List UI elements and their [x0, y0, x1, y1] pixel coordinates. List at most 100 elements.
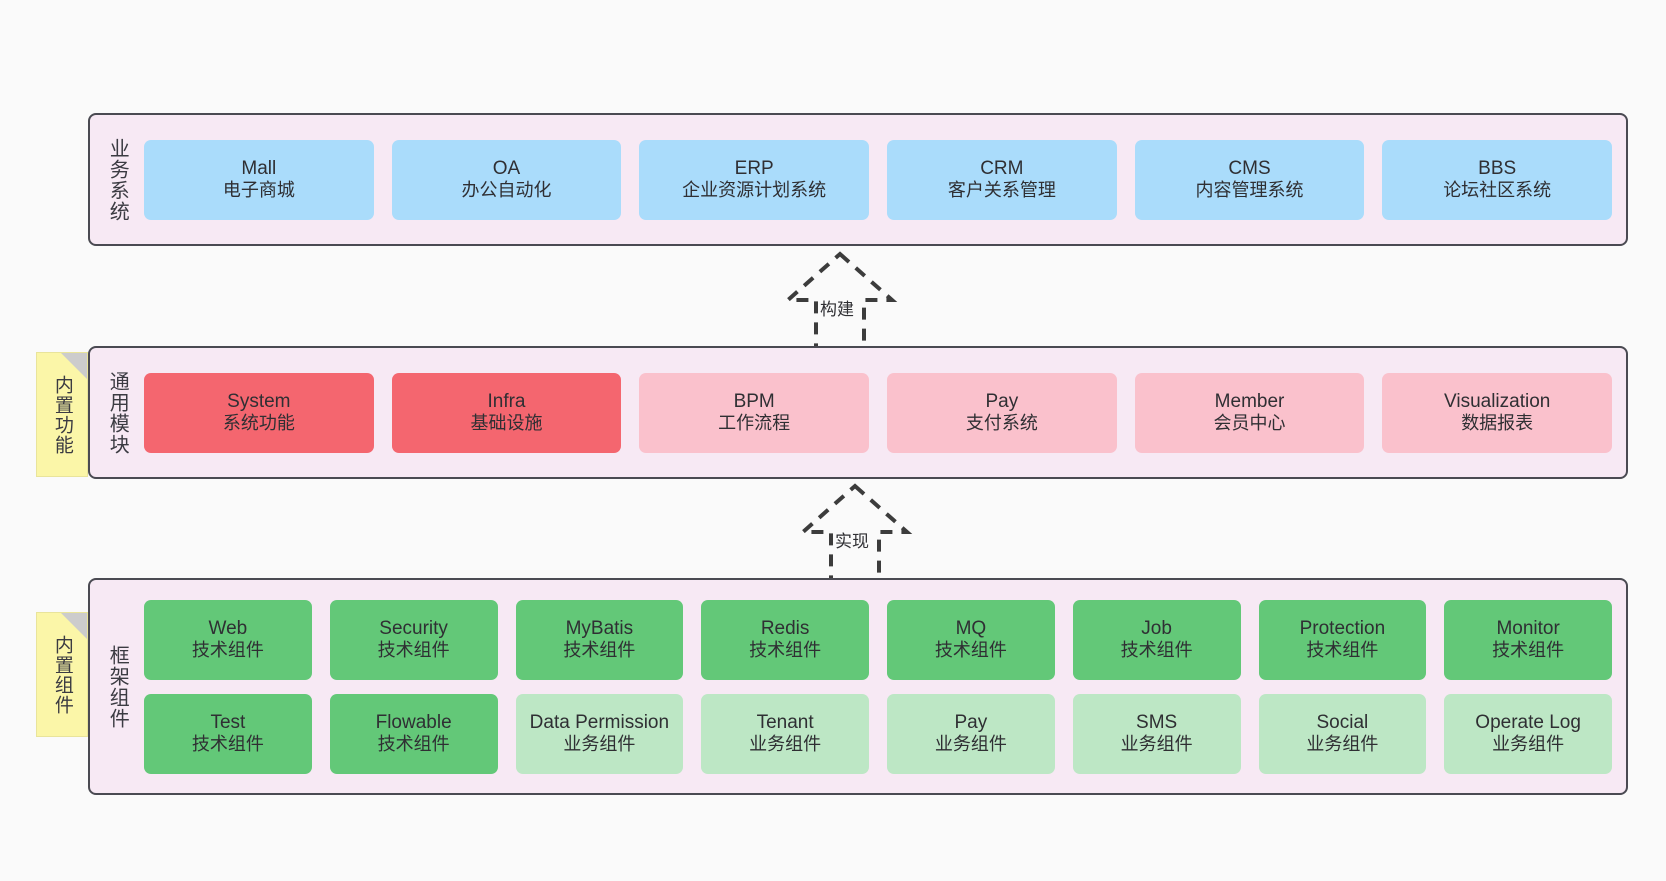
card-data-permission[interactable]: Data Permission 业务组件: [515, 693, 684, 774]
card-title-cn: 业务组件: [563, 734, 636, 755]
card-crm[interactable]: CRM 客户关系管理: [887, 139, 1117, 220]
card-title-cn: 工作流程: [718, 413, 791, 434]
card-title-cn: 技术组件: [1492, 640, 1565, 661]
card-title-en: BPM: [733, 390, 775, 412]
card-title-cn: 技术组件: [749, 640, 822, 661]
card-cms[interactable]: CMS 内容管理系统: [1134, 139, 1365, 220]
layer-framework-components: 框架组件 Web 技术组件 Security 技术组件 MyBatis 技术组件…: [88, 578, 1628, 795]
card-web[interactable]: Web 技术组件: [144, 599, 312, 680]
arrow-implement: 实现: [755, 480, 955, 594]
card-title-cn: 论坛社区系统: [1443, 180, 1552, 201]
card-security[interactable]: Security 技术组件: [329, 599, 498, 680]
card-erp[interactable]: ERP 企业资源计划系统: [639, 139, 870, 220]
card-bpm[interactable]: BPM 工作流程: [639, 372, 870, 453]
card-title-en: Pay: [954, 711, 988, 733]
card-title-cn: 企业资源计划系统: [682, 180, 827, 201]
card-title-cn: 数据报表: [1461, 413, 1534, 434]
card-monitor[interactable]: Monitor 技术组件: [1444, 599, 1612, 680]
card-title-cn: 支付系统: [965, 413, 1038, 434]
card-title-en: Security: [379, 617, 448, 639]
card-flowable[interactable]: Flowable 技术组件: [329, 693, 498, 774]
card-job[interactable]: Job 技术组件: [1072, 599, 1241, 680]
card-title-en: Tenant: [756, 711, 814, 733]
card-title-en: MQ: [955, 617, 987, 639]
card-title-cn: 技术组件: [191, 734, 264, 755]
hollow-arrow-icon: [797, 483, 913, 594]
card-title-cn: 电子商城: [222, 180, 295, 201]
card-visualization[interactable]: Visualization 数据报表: [1382, 372, 1613, 453]
card-title-cn: 基础设施: [470, 413, 543, 434]
card-title-cn: 技术组件: [934, 640, 1007, 661]
card-title-en: CRM: [980, 157, 1024, 179]
card-title-en: MyBatis: [565, 617, 634, 639]
card-title-cn: 业务组件: [1306, 734, 1379, 755]
card-system[interactable]: System 系统功能: [144, 372, 374, 453]
card-test[interactable]: Test 技术组件: [144, 693, 312, 774]
layer-business-systems: 业务系统 Mall 电子商城 OA 办公自动化 ERP 企业资源计划系统 CRM…: [88, 113, 1628, 246]
sticky-note-text: 内置功能: [51, 374, 73, 455]
card-title-cn: 业务组件: [934, 734, 1007, 755]
hollow-arrow-icon: [782, 251, 898, 362]
card-row: System 系统功能 Infra 基础设施 BPM 工作流程 Pay 支付系统…: [144, 372, 1613, 453]
card-title-en: Web: [208, 617, 248, 639]
card-title-en: Redis: [760, 617, 810, 639]
page-fold-corner-icon: [61, 353, 87, 379]
page-fold-corner-icon: [61, 613, 87, 639]
card-title-en: Mall: [241, 157, 277, 179]
cards-area-framework: Web 技术组件 Security 技术组件 MyBatis 技术组件 Redi…: [144, 580, 1626, 793]
sticky-note-text: 内置组件: [51, 634, 73, 715]
card-operate-log[interactable]: Operate Log 业务组件: [1444, 693, 1612, 774]
card-sms[interactable]: SMS 业务组件: [1072, 693, 1241, 774]
card-infra[interactable]: Infra 基础设施: [391, 372, 622, 453]
card-title-cn: 技术组件: [377, 734, 450, 755]
card-mq[interactable]: MQ 技术组件: [887, 599, 1055, 680]
card-title-en: OA: [492, 157, 521, 179]
sticky-note-built-in-functions: 内置功能: [36, 352, 88, 477]
card-oa[interactable]: OA 办公自动化: [391, 139, 622, 220]
arrow-build: 构建: [740, 248, 940, 362]
card-protection[interactable]: Protection 技术组件: [1258, 599, 1427, 680]
card-bbs[interactable]: BBS 论坛社区系统: [1382, 139, 1613, 220]
card-tenant[interactable]: Tenant 业务组件: [701, 693, 869, 774]
card-title-en: ERP: [734, 157, 774, 179]
card-title-en: Member: [1214, 390, 1285, 412]
card-title-cn: 办公自动化: [461, 180, 552, 201]
card-title-en: Infra: [487, 390, 526, 412]
arrow-label-implement: 实现: [835, 532, 869, 551]
sticky-note-built-in-components: 内置组件: [36, 612, 88, 737]
card-title-en: Flowable: [375, 711, 452, 733]
card-title-en: Monitor: [1496, 617, 1560, 639]
card-title-cn: 客户关系管理: [947, 180, 1056, 201]
card-title-cn: 技术组件: [191, 640, 264, 661]
card-row: Web 技术组件 Security 技术组件 MyBatis 技术组件 Redi…: [144, 599, 1612, 680]
card-row: Mall 电子商城 OA 办公自动化 ERP 企业资源计划系统 CRM 客户关系…: [144, 139, 1613, 220]
card-title-en: Pay: [985, 390, 1019, 412]
card-title-en: System: [227, 390, 291, 412]
card-title-en: CMS: [1228, 157, 1271, 179]
cards-area-business: Mall 电子商城 OA 办公自动化 ERP 企业资源计划系统 CRM 客户关系…: [144, 115, 1626, 244]
layer-label-business: 业务系统: [106, 137, 129, 222]
card-title-cn: 技术组件: [1120, 640, 1193, 661]
card-title-en: Data Permission: [529, 711, 670, 733]
card-title-en: Visualization: [1444, 390, 1551, 412]
card-pay-business[interactable]: Pay 业务组件: [887, 693, 1055, 774]
card-pay[interactable]: Pay 支付系统: [887, 372, 1117, 453]
card-title-en: Protection: [1299, 617, 1386, 639]
layer-common-modules: 通用模块 System 系统功能 Infra 基础设施 BPM 工作流程 Pay…: [88, 346, 1628, 479]
card-title-en: SMS: [1136, 711, 1178, 733]
card-member[interactable]: Member 会员中心: [1134, 372, 1365, 453]
cards-area-modules: System 系统功能 Infra 基础设施 BPM 工作流程 Pay 支付系统…: [144, 348, 1626, 477]
card-title-cn: 系统功能: [222, 413, 295, 434]
card-title-cn: 业务组件: [1492, 734, 1565, 755]
card-row: Test 技术组件 Flowable 技术组件 Data Permission …: [144, 693, 1612, 774]
card-title-cn: 技术组件: [377, 640, 450, 661]
card-mybatis[interactable]: MyBatis 技术组件: [515, 599, 684, 680]
layer-label-framework: 框架组件: [106, 644, 129, 729]
layer-label-modules: 通用模块: [106, 370, 129, 455]
card-title-en: Social: [1316, 711, 1369, 733]
card-title-en: Operate Log: [1475, 711, 1581, 733]
card-redis[interactable]: Redis 技术组件: [701, 599, 869, 680]
card-social[interactable]: Social 业务组件: [1258, 693, 1427, 774]
card-mall[interactable]: Mall 电子商城: [144, 139, 374, 220]
card-title-en: Test: [210, 711, 246, 733]
